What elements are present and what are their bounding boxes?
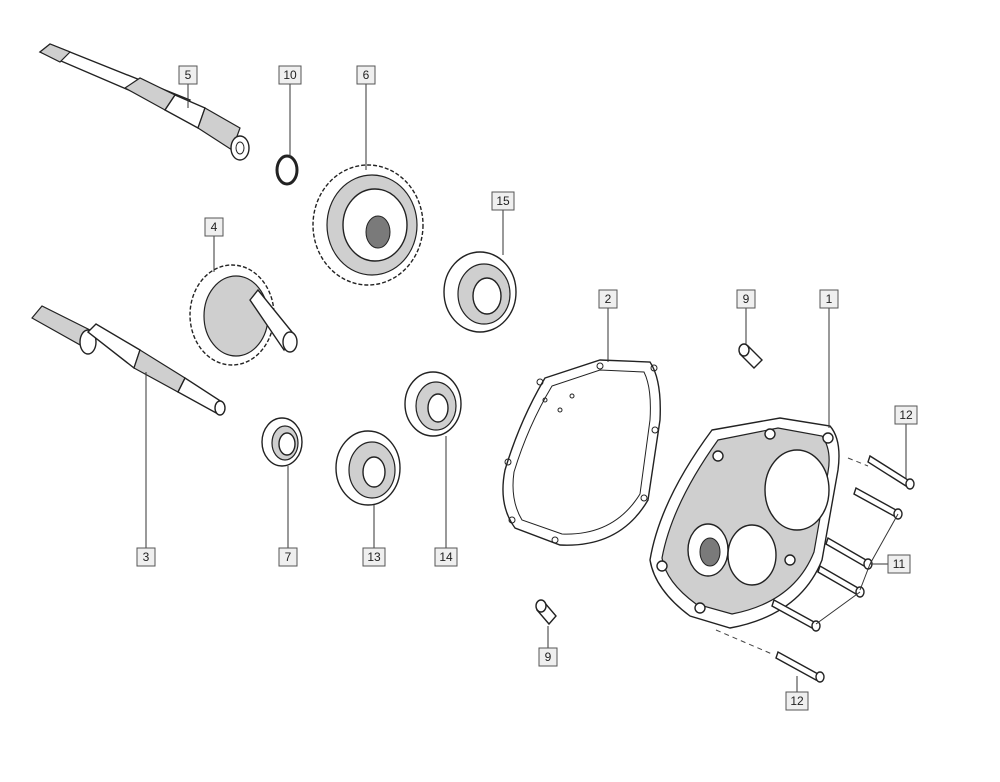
label-9-top: 9	[736, 289, 756, 309]
svg-text:4: 4	[211, 220, 218, 234]
part-9-dowel-top	[738, 343, 763, 369]
label-2: 2	[598, 289, 618, 309]
svg-text:9: 9	[545, 650, 552, 664]
label-15: 15	[491, 191, 515, 211]
leader-lines	[145, 84, 907, 692]
svg-text:1: 1	[826, 292, 833, 306]
part-6-gear	[312, 164, 424, 286]
svg-text:5: 5	[185, 68, 192, 82]
part-11-bolt-4	[771, 598, 821, 632]
part-13-bearing	[335, 430, 401, 506]
part-12-bolt-bottom	[715, 629, 825, 683]
part-3-shaft	[31, 305, 226, 416]
part-1-cover	[649, 417, 840, 629]
part-11-bolt-2	[825, 536, 873, 570]
label-5: 5	[178, 65, 198, 85]
label-12-bottom: 12	[785, 691, 809, 711]
label-9-bottom: 9	[538, 647, 558, 667]
part-5-shaft	[38, 43, 250, 161]
label-10: 10	[278, 65, 302, 85]
part-11-bolt-3	[817, 564, 865, 598]
svg-text:6: 6	[363, 68, 370, 82]
part-4-gear	[189, 264, 298, 366]
svg-text:12: 12	[790, 694, 804, 708]
part-15-bearing	[443, 251, 517, 333]
svg-text:12: 12	[899, 408, 913, 422]
svg-text:14: 14	[439, 550, 453, 564]
label-3: 3	[136, 547, 156, 567]
label-12-top: 12	[894, 405, 918, 425]
label-1: 1	[819, 289, 839, 309]
svg-text:10: 10	[283, 68, 297, 82]
label-7: 7	[278, 547, 298, 567]
svg-text:7: 7	[285, 550, 292, 564]
svg-text:15: 15	[496, 194, 510, 208]
label-14: 14	[434, 547, 458, 567]
svg-text:11: 11	[893, 557, 906, 571]
part-12-bolt-top	[847, 454, 915, 490]
part-11-bolt-1	[853, 486, 903, 520]
part-14-bearing	[404, 371, 462, 437]
svg-text:2: 2	[605, 292, 612, 306]
svg-text:9: 9	[743, 292, 750, 306]
label-11: 11	[887, 554, 911, 574]
part-7-seal	[261, 417, 303, 467]
svg-text:3: 3	[143, 550, 150, 564]
label-6: 6	[356, 65, 376, 85]
svg-text:13: 13	[367, 550, 381, 564]
part-2-gasket	[502, 359, 661, 546]
part-9-dowel-bottom	[535, 599, 557, 626]
label-4: 4	[204, 217, 224, 237]
part-10-circlip	[275, 154, 299, 186]
label-13: 13	[362, 547, 386, 567]
